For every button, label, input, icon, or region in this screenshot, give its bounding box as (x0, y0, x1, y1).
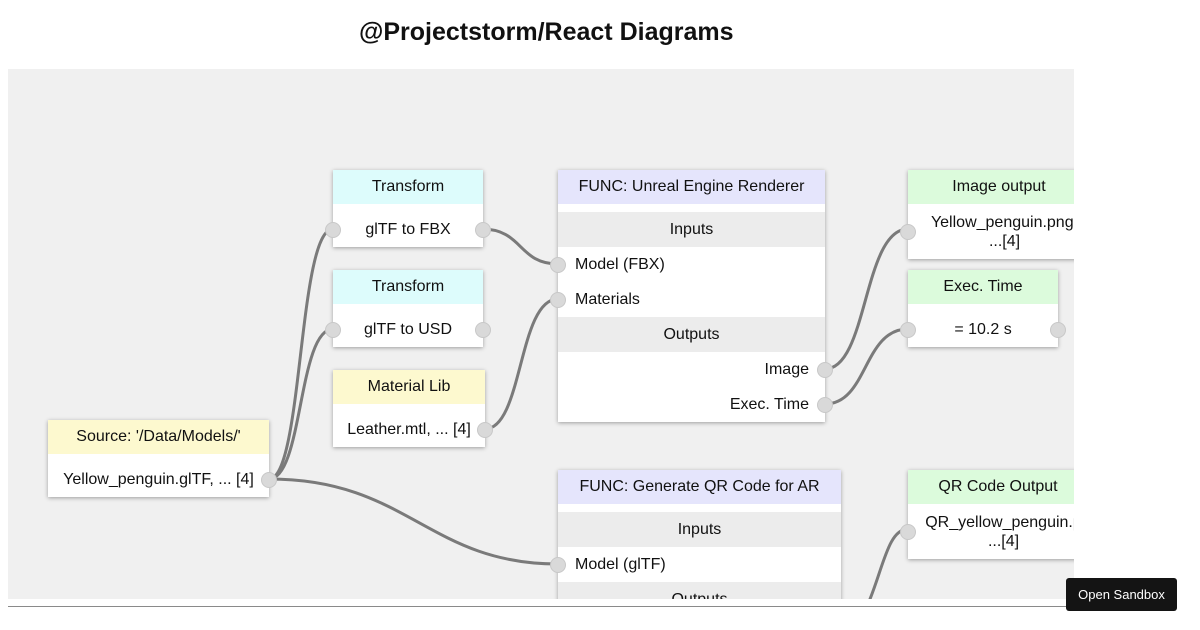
outputs-section-label: Outputs (558, 582, 841, 599)
row-label: Image (764, 361, 809, 378)
node-title: FUNC: Unreal Engine Renderer (558, 170, 825, 204)
output-row-image: Image (558, 352, 833, 387)
row-label: Leather.mtl, ... [4] (347, 421, 471, 438)
node-title: Source: '/Data/Models/' (48, 420, 269, 454)
output-row-exec-time: Exec. Time (558, 387, 833, 422)
out-port[interactable] (477, 421, 493, 438)
link-unreal-exec-to-exec-time[interactable] (824, 327, 909, 406)
node-title: Exec. Time (908, 270, 1058, 304)
row-label: Yellow_penguin.glTF, ... [4] (63, 471, 254, 488)
node-row: QR_yellow_penguin.p ...[4] (900, 504, 1074, 559)
node-row: glTF to FBX (325, 212, 491, 247)
in-port[interactable] (900, 523, 916, 540)
link-fbx-to-unreal-model[interactable] (481, 227, 559, 266)
node-row: = 10.2 s (900, 312, 1066, 347)
page-title: @Projectstorm/React Diagrams (359, 18, 734, 46)
link-material-to-unreal-materials[interactable] (484, 297, 559, 431)
link-source-to-transform-usd[interactable] (268, 327, 334, 481)
in-port[interactable] (325, 221, 341, 238)
outputs-section-label: Outputs (558, 317, 825, 352)
node-title: FUNC: Generate QR Code for AR (558, 470, 841, 504)
in-port[interactable] (550, 256, 566, 273)
row-label: Exec. Time (729, 396, 809, 413)
out-port[interactable] (817, 361, 833, 378)
out-port[interactable] (817, 396, 833, 413)
row-label-line1: QR_yellow_penguin.p (925, 514, 1074, 531)
node-transform-usd[interactable]: Transform glTF to USD (325, 270, 491, 347)
node-title: Material Lib (333, 370, 485, 404)
out-port[interactable] (261, 471, 277, 488)
input-row-model: Model (glTF) (550, 547, 841, 582)
row-label: Model (FBX) (575, 256, 665, 273)
node-source[interactable]: Source: '/Data/Models/' Yellow_penguin.g… (48, 420, 277, 497)
node-title: QR Code Output (908, 470, 1074, 504)
open-sandbox-button[interactable]: Open Sandbox (1066, 578, 1177, 611)
out-port[interactable] (475, 321, 491, 338)
input-row-model: Model (FBX) (550, 247, 825, 282)
row-label-line2: ...[4] (988, 233, 1021, 250)
in-port[interactable] (325, 321, 341, 338)
node-row: glTF to USD (325, 312, 491, 347)
bottom-divider (8, 606, 1068, 607)
row-label-line1: Yellow_penguin.png, (930, 214, 1074, 231)
node-row: Leather.mtl, ... [4] (333, 412, 493, 447)
inputs-section-label: Inputs (558, 212, 825, 247)
link-qr-output-to-qr-code-output[interactable] (868, 527, 909, 599)
node-material-lib[interactable]: Material Lib Leather.mtl, ... [4] (333, 370, 493, 447)
diagram-canvas[interactable]: Transform glTF to FBX Transform glTF to … (8, 69, 1074, 599)
link-source-to-qr-model[interactable] (268, 477, 559, 566)
node-unreal-renderer[interactable]: FUNC: Unreal Engine Renderer Inputs Mode… (550, 170, 833, 422)
node-image-output[interactable]: Image output Yellow_penguin.png, ...[4] (900, 170, 1074, 259)
node-row: Yellow_penguin.glTF, ... [4] (48, 462, 277, 497)
row-label: Materials (575, 291, 640, 308)
link-source-to-transform-fbx[interactable] (268, 227, 334, 481)
node-transform-fbx[interactable]: Transform glTF to FBX (325, 170, 491, 247)
node-qr-code-output[interactable]: QR Code Output QR_yellow_penguin.p ...[4… (900, 470, 1074, 559)
link-unreal-image-to-image-output[interactable] (824, 227, 909, 371)
row-label-line2: ...[4] (987, 533, 1020, 550)
out-port[interactable] (475, 221, 491, 238)
row-label: glTF to USD (363, 321, 452, 338)
node-row: Yellow_penguin.png, ...[4] (900, 204, 1074, 259)
node-title: Transform (333, 270, 483, 304)
out-port[interactable] (1050, 321, 1066, 338)
in-port[interactable] (550, 556, 566, 573)
node-title: Image output (908, 170, 1074, 204)
node-generate-qr[interactable]: FUNC: Generate QR Code for AR Inputs Mod… (550, 470, 841, 599)
row-label: Model (glTF) (575, 556, 666, 573)
node-exec-time[interactable]: Exec. Time = 10.2 s (900, 270, 1066, 347)
in-port[interactable] (550, 291, 566, 308)
input-row-materials: Materials (550, 282, 825, 317)
in-port[interactable] (900, 223, 916, 240)
row-label: = 10.2 s (954, 321, 1012, 338)
links-layer (268, 227, 909, 599)
in-port[interactable] (900, 321, 916, 338)
inputs-section-label: Inputs (558, 512, 841, 547)
node-title: Transform (333, 170, 483, 204)
row-label: glTF to FBX (365, 221, 451, 238)
